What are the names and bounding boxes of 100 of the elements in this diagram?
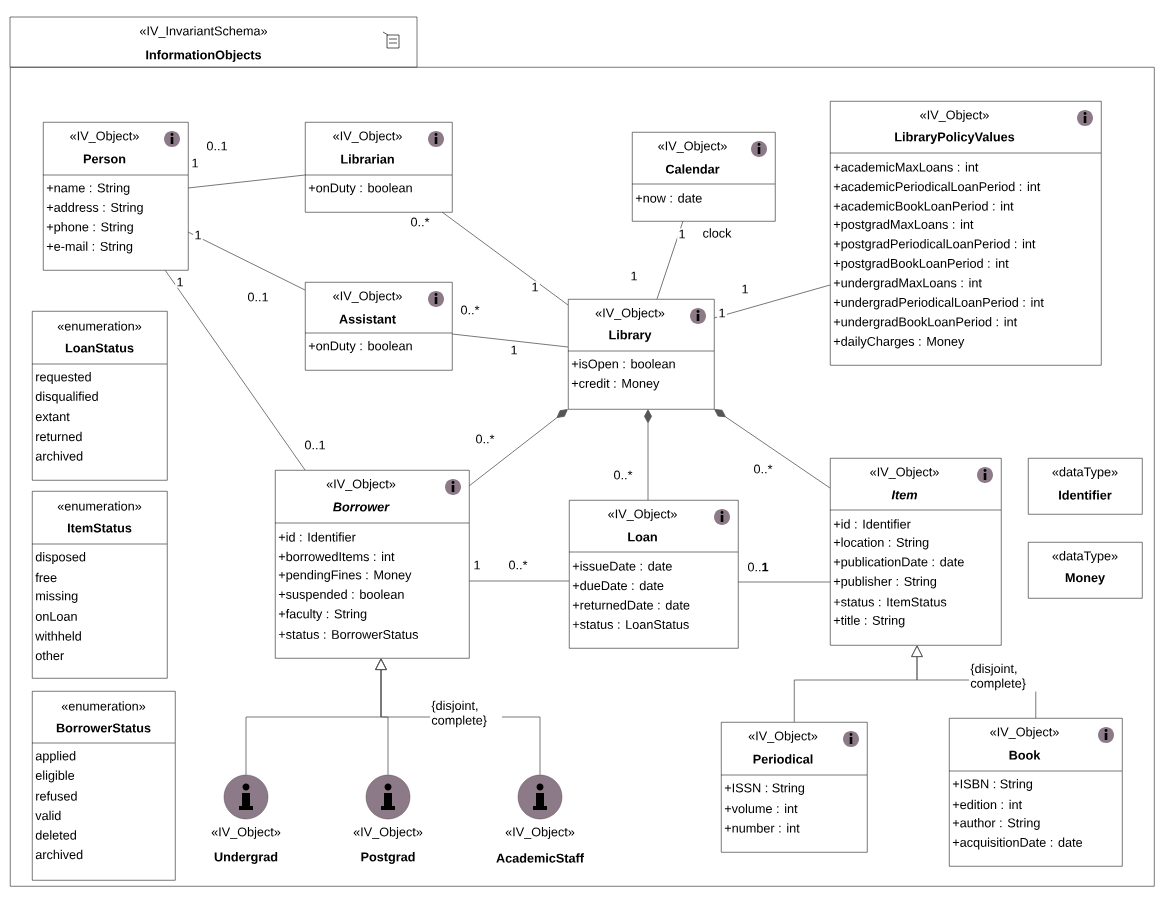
node-label: +number : int — [724, 823, 800, 833]
node-label: +isOpen : boolean — [571, 359, 675, 371]
node-label: +publicationDate : date — [833, 557, 964, 569]
association-line — [187, 174, 306, 189]
node-label: +borrowedItems : int — [278, 551, 395, 562]
stereotype-label: «IV_Object» — [353, 827, 423, 839]
multiplicity-label: 0..* — [752, 463, 774, 475]
composition-line — [468, 409, 568, 487]
node-label: +author : String — [952, 818, 1040, 830]
class-name: Undergrad — [214, 852, 278, 864]
class-box: «enumeration» BorrowerStatus applied eligible refused valid deleted archived — [31, 691, 176, 881]
node-label: +ISSN : String — [724, 783, 805, 795]
association-line — [187, 231, 306, 291]
multiplicity-label: 0..1 — [746, 561, 770, 573]
multiplicity-label: 0..1 — [246, 291, 270, 303]
constraint-label: {disjoint, complete} — [969, 662, 1041, 692]
node-label: «IV_Object» — [920, 110, 989, 122]
node-label: +returnedDate : date — [572, 600, 690, 610]
stereotype-label: «IV_Object» — [211, 827, 281, 839]
multiplicity-label: 0..* — [474, 433, 496, 445]
class-name: AcademicStaff — [496, 853, 584, 863]
node-label: +title : String — [833, 615, 905, 628]
node-label: +status : ItemStatus — [833, 597, 947, 607]
node-label: +phone : String — [46, 222, 133, 234]
class-box: «IV_Object» LibraryPolicyValues +academicMaxLoans : int +academicPeriodicalLoanPeriod : int +academicBookLoanPeriod : int +postgradMaxLoans : int +postgradPeriodicalLoanPeriod : int +postgradBookLoanPeriod : int +undergradMaxLoans : int +undergradPeriodicalLoanPeriod : int +undergradBookLoanPeriod : int +dailyCharges : Money — [829, 101, 1102, 366]
node-label: +location : String — [833, 537, 929, 550]
class-box: «IV_Object» Librarian +onDuty : boolean — [304, 122, 453, 213]
node-label: +academicPeriodicalLoanPeriod : int — [833, 181, 1041, 192]
composition-line — [644, 409, 652, 501]
class-box: «IV_Object» Book +ISBN : String +edition : int +author : String +acquisitionDate : date — [948, 718, 1123, 867]
node-label: «IV_Object» — [70, 131, 139, 143]
multiplicity-label: 1 — [740, 283, 750, 295]
class-box: «IV_Object» Assistant +onDuty : boolean — [304, 282, 453, 371]
node-label: +credit : Money — [571, 378, 660, 391]
multiplicity-label: 0..* — [507, 559, 529, 571]
class-box: «IV_Object» Item +id : Identifier +location : String +publicationDate : date +publisher : String +status : ItemStatus +title : String — [829, 458, 1002, 646]
node-label: +ISBN : String — [952, 779, 1033, 791]
node-label: +publisher : String — [833, 576, 937, 589]
class-box: «enumeration» LoanStatus requested disqualified extant returned archived — [31, 311, 168, 481]
node-label: Loan — [628, 532, 657, 542]
multiplicity-label: 1 — [472, 559, 482, 571]
association-line — [737, 581, 831, 583]
node-label: +dailyCharges : Money — [833, 336, 965, 349]
node-label: +postgradBookLoanPeriod : int — [833, 258, 1009, 271]
node-label: Item — [891, 490, 918, 500]
node-label: +status : BorrowerStatus — [278, 630, 419, 639]
node-label: +undergradBookLoanPeriod : int — [833, 317, 1018, 329]
class-box: «enumeration» ItemStatus disposed free missing onLoan withheld other — [31, 491, 168, 679]
class-box: «IV_Object» Library +isOpen : boolean +credit : Money — [567, 299, 715, 410]
edge-label: clock — [701, 227, 733, 239]
node-label: «IV_Object» — [990, 727, 1059, 739]
node-label: Person — [83, 154, 126, 164]
node-label: +acquisitionDate : date — [952, 837, 1083, 850]
multiplicity-label: 1 — [717, 307, 727, 319]
class-name: Postgrad — [361, 852, 415, 864]
multiplicity-label: 0..* — [612, 469, 634, 481]
node-label: +address : String — [46, 202, 143, 215]
class-box: «IV_Object» Periodical +ISSN : String +volume : int +number : int — [720, 722, 868, 853]
node-label: «IV_Object» — [608, 509, 677, 521]
class-box: «dataType» Money — [1028, 542, 1143, 599]
multiplicity-label: 1 — [193, 229, 203, 241]
multiplicity-label: 1 — [175, 276, 185, 288]
association-line — [441, 211, 569, 306]
multiplicity-label: 0..1 — [303, 439, 327, 451]
node-label: +id : Identifier — [833, 519, 911, 529]
node-label: LibraryPolicyValues — [895, 132, 1015, 144]
class-box: «IV_Object» Person +name : String +address : String +phone : String +e-mail : String — [42, 122, 189, 271]
node-label: +undergradMaxLoans : int — [833, 278, 982, 290]
node-label: +postgradPeriodicalLoanPeriod : int — [833, 239, 1036, 251]
node-label: «IV_Object» — [595, 308, 665, 320]
node-label: +academicBookLoanPeriod : int — [833, 201, 1014, 211]
class-box: «dataType» Identifier — [1028, 458, 1143, 515]
multiplicity-label: 1 — [629, 270, 639, 282]
node-label: +faculty : String — [278, 609, 367, 621]
association-line — [451, 333, 569, 348]
association-line — [713, 284, 831, 319]
node-label: +edition : int — [952, 799, 1023, 810]
node-label: +postgradMaxLoans : int — [833, 219, 974, 232]
node-label: +name : String — [46, 183, 130, 195]
association-line — [468, 580, 570, 582]
node-label: +id : Identifier — [278, 532, 356, 542]
node-label: +issueDate : date — [572, 561, 672, 571]
multiplicity-label: 1 — [530, 281, 540, 293]
node-label: «IV_Object» — [326, 479, 396, 491]
node-label: «IV_Object» — [870, 467, 939, 479]
multiplicity-label: 1 — [509, 344, 519, 356]
composition-line — [714, 409, 831, 489]
node-label: +volume : int — [724, 803, 798, 814]
node-label: +dueDate : date — [572, 580, 664, 591]
node-label: +academicMaxLoans : int — [833, 162, 979, 172]
multiplicity-label: 0..1 — [205, 140, 229, 152]
node-label: «IV_Object» — [748, 731, 818, 743]
node-label: Borrower — [333, 502, 390, 512]
association-line — [656, 220, 684, 300]
multiplicity-label: 1 — [677, 228, 687, 240]
node-label: +undergradPeriodicalLoanPeriod : int — [833, 297, 1044, 310]
node-label: Library — [609, 330, 652, 342]
node-label: +pendingFines : Money — [278, 570, 412, 582]
node-label: +suspended : boolean — [278, 589, 404, 602]
association-line — [164, 269, 306, 471]
